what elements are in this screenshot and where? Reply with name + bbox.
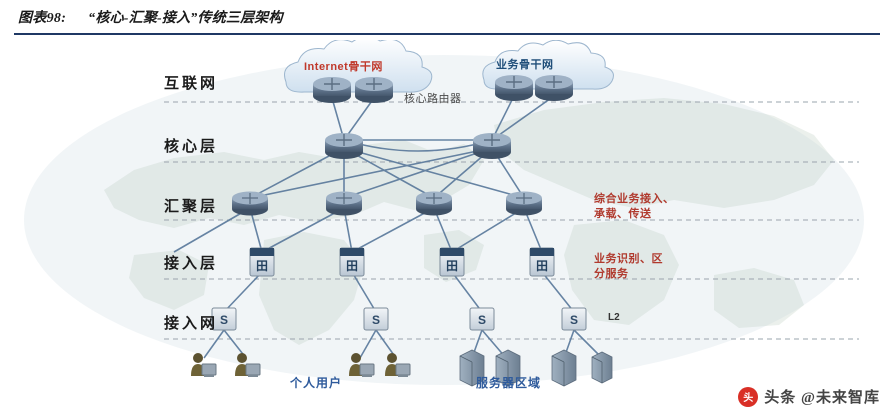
svg-text:田: 田 [446, 259, 458, 273]
watermark: 头 头条 @未来智库 [738, 386, 880, 407]
figure-caption: 图表98: “核心-汇聚-接入”传统三层架构 [0, 0, 894, 34]
cloud-label-service-backbone: 业务骨干网 [496, 59, 554, 71]
watermark-text: 头条 @未来智库 [764, 390, 880, 406]
svg-text:S: S [478, 313, 486, 327]
layer-label-core: 核心层 [164, 139, 219, 155]
figure-title: “核心-汇聚-接入”传统三层架构 [88, 11, 283, 26]
svg-text:田: 田 [536, 259, 548, 273]
caption-divider-rule [14, 33, 880, 35]
svg-text:田: 田 [346, 259, 358, 273]
toutiao-logo-icon: 头 [738, 386, 759, 407]
layer-label-access: 接入层 [164, 256, 219, 272]
note-access: 业务识别、区 分服务 [594, 253, 663, 280]
cloud-label-internet-backbone: Internet骨干网 [304, 61, 383, 73]
figure-number: 图表98: [18, 11, 67, 26]
svg-text:S: S [372, 313, 380, 327]
label-l2: L2 [608, 312, 620, 323]
layer-label-access-network: 接入网 [164, 316, 219, 332]
note-aggregation: 综合业务接入、 承载、传送 [594, 193, 675, 220]
group-label-personal-users: 个人用户 [290, 376, 343, 390]
svg-text:S: S [570, 313, 578, 327]
group-label-server-zone: 服务器区域 [476, 376, 542, 390]
diagram-canvas: 田 田 田 田 [24, 40, 864, 387]
network-architecture-diagram: 田 田 田 田 [14, 40, 880, 395]
layer-label-internet: 互联网 [164, 76, 219, 92]
core-router-caption: 核心路由器 [404, 93, 462, 105]
layer-label-aggregation: 汇聚层 [164, 199, 219, 215]
svg-text:田: 田 [256, 259, 268, 273]
svg-text:S: S [220, 313, 228, 327]
